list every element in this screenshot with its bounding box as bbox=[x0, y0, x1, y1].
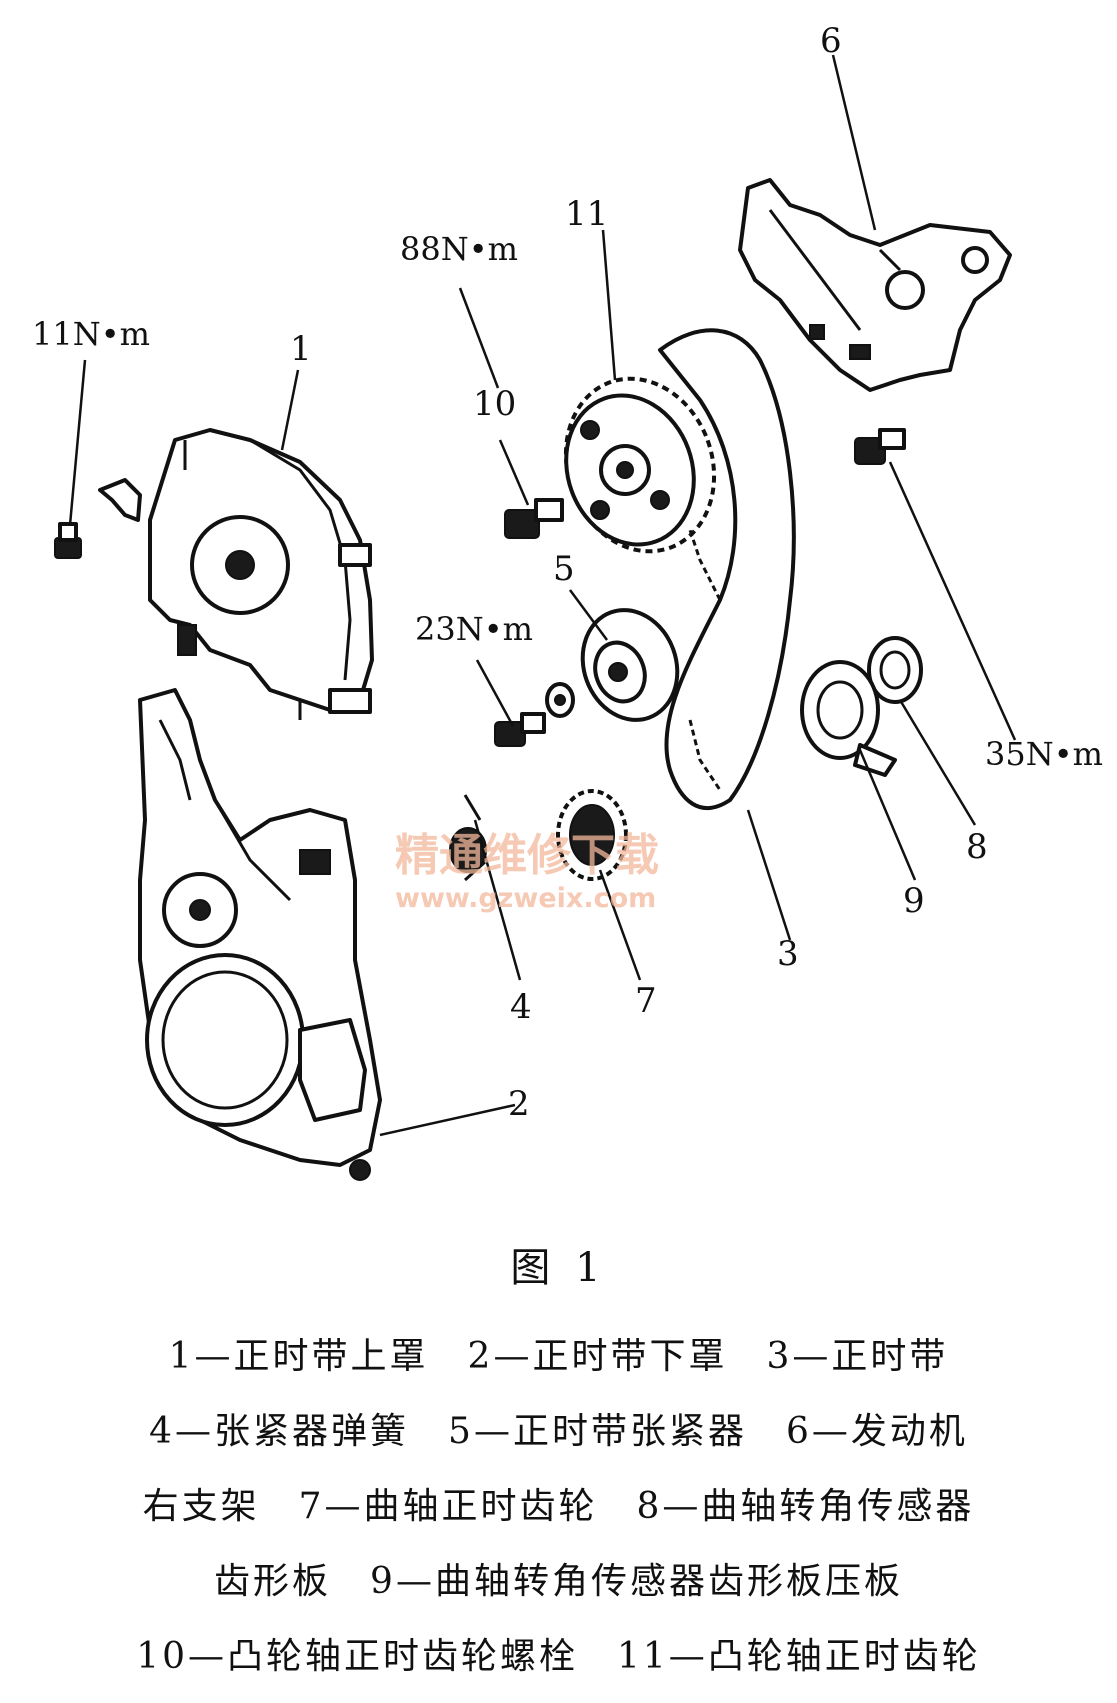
torque-label-23: 23N•m bbox=[415, 610, 533, 648]
legend-line-5: 10—凸轮轴正时齿轮螺栓 11—凸轮轴正时齿轮 bbox=[136, 1636, 981, 1677]
torque-label-11: 11N•m bbox=[32, 315, 150, 353]
tensioner-spring bbox=[449, 794, 487, 882]
callout-11: 11 bbox=[565, 194, 608, 234]
cover-bolt bbox=[54, 522, 82, 559]
torque-label-35: 35N•m bbox=[985, 735, 1103, 773]
torque-label-88: 88N•m bbox=[400, 230, 518, 268]
watermark-url: www.gzweix.com bbox=[395, 883, 656, 914]
legend-line-4: 齿形板 9—曲轴转角传感器齿形板压板 bbox=[214, 1561, 903, 1602]
bracket-bolt bbox=[854, 428, 906, 465]
callout-1: 1 bbox=[290, 329, 312, 369]
watermark-text: 精通维修下载 bbox=[395, 830, 659, 881]
legend-line-1: 1—正时带上罩 2—正时带下罩 3—正时带 bbox=[168, 1336, 949, 1377]
callout-6: 6 bbox=[820, 21, 842, 61]
tooth-plate-retainer bbox=[800, 660, 897, 777]
camshaft-gear-bolt bbox=[504, 498, 564, 539]
tensioner-bolt bbox=[494, 712, 546, 747]
camshaft-timing-gear bbox=[563, 376, 717, 554]
tensioner-washer bbox=[545, 682, 575, 718]
callout-8: 8 bbox=[966, 827, 988, 867]
crankshaft-timing-gear bbox=[556, 789, 628, 881]
legend-line-3: 右支架 7—曲轴正时齿轮 8—曲轴转角传感器 bbox=[142, 1486, 975, 1527]
lower-timing-belt-cover bbox=[138, 688, 382, 1181]
callout-5: 5 bbox=[553, 549, 575, 589]
callout-7: 7 bbox=[635, 981, 657, 1021]
legend-line-2: 4—张紧器弹簧 5—正时带张紧器 6—发动机 bbox=[149, 1411, 968, 1452]
timing-belt bbox=[658, 328, 796, 811]
engine-right-bracket bbox=[738, 178, 1012, 392]
figure-title: 图 1 bbox=[510, 1245, 607, 1291]
callout-4: 4 bbox=[510, 987, 532, 1027]
callout-10: 10 bbox=[473, 384, 516, 424]
callout-3: 3 bbox=[777, 934, 799, 974]
upper-timing-belt-cover bbox=[148, 428, 374, 720]
leader-lines bbox=[68, 54, 1017, 1137]
crank-sensor-tooth-plate bbox=[867, 636, 923, 704]
callout-9: 9 bbox=[903, 881, 925, 921]
cover-clip bbox=[98, 478, 142, 522]
callout-2: 2 bbox=[508, 1084, 530, 1124]
figure-caption: 图 1 1—正时带上罩 2—正时带下罩 3—正时带 4—张紧器弹簧 5—正时带张… bbox=[0, 1235, 1117, 1694]
